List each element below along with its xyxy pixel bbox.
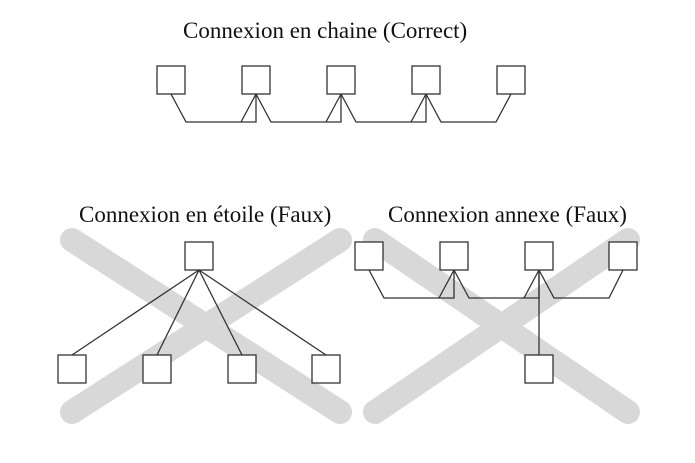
chain-device-box	[411, 65, 441, 95]
star-cable	[198, 269, 327, 356]
star-hub-box	[184, 241, 214, 271]
annex-cable	[368, 269, 624, 299]
chain-device-box	[326, 65, 356, 95]
star-cross-mark	[60, 228, 352, 424]
annex-spur-device-box	[524, 354, 554, 384]
chain-device-box	[241, 65, 271, 95]
star-title: Connexion en étoile (Faux)	[79, 202, 332, 227]
annex-device-box	[439, 241, 469, 271]
star-cable	[71, 269, 200, 356]
star-cable	[198, 269, 243, 356]
star-device-box	[311, 354, 341, 384]
star-device-box	[142, 354, 172, 384]
star-device-box	[227, 354, 257, 384]
star-cross-stroke-2	[60, 228, 352, 424]
annex-cross-mark	[363, 228, 640, 424]
annex-device-box	[354, 241, 384, 271]
annex-cable-in-1	[438, 269, 455, 299]
chain-cable-in-1	[240, 93, 257, 123]
chain-cable	[170, 93, 512, 123]
annex-cross-stroke-2	[363, 228, 640, 424]
chain-cable-in-2	[325, 93, 342, 123]
annex-title: Connexion annexe (Faux)	[388, 202, 627, 227]
chain-device-box	[156, 65, 186, 95]
chain-diagram	[156, 65, 526, 123]
chain-device-box	[496, 65, 526, 95]
chain-cable-in-3	[410, 93, 427, 123]
annex-device-box	[524, 241, 554, 271]
star-diagram	[57, 241, 341, 384]
annex-cable-in-2	[523, 269, 540, 299]
star-device-box	[57, 354, 87, 384]
star-cable	[156, 269, 200, 356]
annex-device-box	[608, 241, 638, 271]
chain-title: Connexion en chaine (Correct)	[183, 18, 468, 43]
annex-diagram	[354, 241, 638, 384]
